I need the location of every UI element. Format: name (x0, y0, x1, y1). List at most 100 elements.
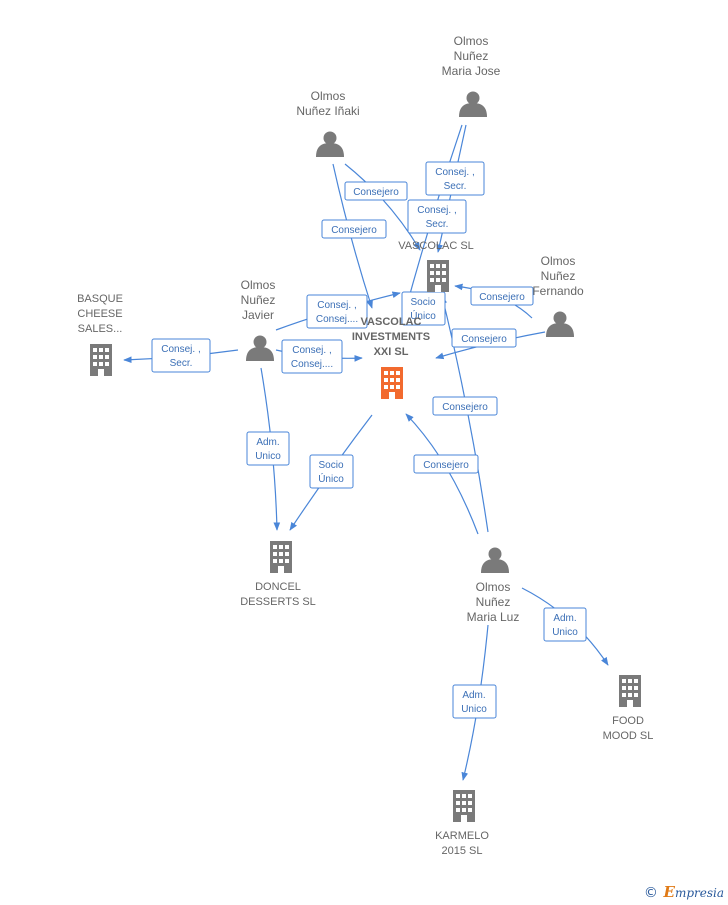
company-name-line: INVESTMENTS (352, 331, 430, 343)
edge-label-line: Consej. , (292, 345, 331, 356)
company-name-line: 2015 SL (442, 845, 483, 857)
edge-label-line: Consejero (461, 334, 507, 345)
person-name-line: Olmos (454, 34, 489, 48)
edge-label-e9[interactable]: Consej. , Consej.... (281, 339, 343, 374)
company-node-vascolac-investments[interactable]: VASCOLAC INVESTMENTS XXI SL (352, 316, 430, 399)
edge-label-line: Consej. , (161, 344, 200, 355)
company-node-doncel-desserts[interactable]: DONCEL DESSERTS SL (240, 541, 316, 608)
edge-label-line: Consej.... (316, 314, 358, 325)
person-name-line: Fernando (532, 284, 584, 298)
edge-label-line: Adm. (256, 437, 279, 448)
edge-label-e16[interactable]: Adm. Unico (452, 684, 497, 719)
brand-logo-text: mpresia (674, 886, 724, 900)
edge-label-e1[interactable]: Consej. , Secr. (425, 161, 485, 196)
company-node-karmelo-2015[interactable]: KARMELO 2015 SL (435, 790, 489, 857)
edge-label-line: Secr. (426, 219, 449, 230)
company-node-basque-cheese[interactable]: BASQUE CHEESE SALES... (77, 293, 123, 376)
person-node-inaki[interactable]: Olmos Nuñez Iñaki (296, 89, 360, 157)
edge-label-e4[interactable]: Consejero (321, 219, 387, 239)
edge-label-line: Secr. (170, 358, 193, 369)
edge-label-line: Consejero (353, 187, 399, 198)
edge-label-line: Consej. , (317, 300, 356, 311)
edge-label-e2[interactable]: Consejero (344, 181, 408, 201)
person-name-line: Nuñez Iñaki (296, 104, 359, 118)
edge-label-line: Consej. , (417, 205, 456, 216)
person-node-javier[interactable]: Olmos Nuñez Javier (241, 278, 276, 361)
edge-label-line: Consejero (479, 292, 525, 303)
edge-label-line: Único (410, 309, 436, 322)
edge-label-line: Consejero (331, 225, 377, 236)
company-name-line: DONCEL (255, 581, 301, 593)
person-icon (316, 131, 344, 157)
edge-label-e15[interactable]: Adm. Unico (543, 607, 587, 642)
person-icon (481, 547, 509, 573)
edge-label-line: Único (318, 472, 344, 485)
person-name-line: Javier (242, 308, 274, 322)
company-name-line: CHEESE (77, 308, 122, 320)
company-name-line: MOOD SL (603, 730, 654, 742)
company-name-line: FOOD (612, 715, 644, 727)
edge-label-e14[interactable]: Consejero (413, 454, 479, 474)
company-name-line: DESSERTS SL (240, 596, 316, 608)
edge-label-line: Unico (552, 627, 578, 638)
edge-label-line: Unico (255, 451, 281, 462)
person-node-maria-jose[interactable]: Olmos Nuñez Maria Jose (442, 34, 501, 117)
person-name-line: Olmos (311, 89, 346, 103)
edge-label-e7[interactable]: Consejero (451, 328, 517, 348)
person-node-maria-luz[interactable]: Olmos Nuñez Maria Luz (467, 547, 520, 625)
edge-maria-luz-to-investments[interactable] (405, 413, 479, 535)
edge-inaki-to-vascolac[interactable] (344, 163, 421, 251)
person-nodes: Olmos Nuñez Maria Jose Olmos Nuñez Iñaki… (241, 34, 584, 624)
edge-labels: Consej. , Secr. Consejero Consej. , Secr… (151, 161, 587, 719)
copyright-icon: © (643, 885, 658, 901)
company-name-line: KARMELO (435, 830, 489, 842)
edge-label-line: Socio (410, 297, 435, 308)
building-icon (381, 367, 403, 399)
building-icon (453, 790, 475, 822)
edge-label-line: Consejero (423, 460, 469, 471)
company-name-line: SALES... (78, 323, 123, 335)
edge-label-line: Secr. (444, 181, 467, 192)
person-icon (246, 335, 274, 361)
person-name-line: Nuñez (454, 49, 489, 63)
person-name-line: Olmos (541, 254, 576, 268)
edge-label-line: Adm. (553, 613, 576, 624)
edge-label-e12[interactable]: Socio Único (309, 454, 354, 489)
building-icon (270, 541, 292, 573)
edge-label-line: Socio (318, 460, 343, 471)
company-name-line: BASQUE (77, 293, 123, 305)
edge-label-line: Unico (461, 704, 487, 715)
company-name-line: VASCOLAC SL (398, 240, 474, 252)
edge-label-e3[interactable]: Consej. , Secr. (407, 199, 467, 234)
edge-label-e10[interactable]: Consej. , Secr. (151, 338, 211, 373)
edge-label-e11[interactable]: Adm. Unico (246, 431, 290, 466)
edge-label-e6[interactable]: Consejero (470, 286, 534, 306)
building-icon (90, 344, 112, 376)
edge-label-line: Consej. , (435, 167, 474, 178)
edge-label-e13[interactable]: Consejero (432, 396, 498, 416)
person-name-line: Maria Jose (442, 64, 501, 78)
company-node-vascolac-sl[interactable]: VASCOLAC SL (398, 240, 474, 292)
person-icon (459, 91, 487, 117)
person-name-line: Maria Luz (467, 610, 520, 624)
person-name-line: Nuñez (476, 595, 511, 609)
building-icon (427, 260, 449, 292)
building-icon (619, 675, 641, 707)
company-name-line: XXI SL (374, 346, 409, 358)
company-name-line: VASCOLAC (361, 316, 422, 328)
brand-logo-initial: E (663, 883, 675, 901)
edge-label-e8[interactable]: Consej. , Consej.... (306, 294, 368, 329)
edge-label-line: Consej.... (291, 359, 333, 370)
person-node-fernando[interactable]: Olmos Nuñez Fernando (532, 254, 584, 337)
person-name-line: Nuñez (541, 269, 576, 283)
edge-label-line: Adm. (462, 690, 485, 701)
person-name-line: Nuñez (241, 293, 276, 307)
company-node-food-mood[interactable]: FOOD MOOD SL (603, 675, 654, 742)
person-name-line: Olmos (476, 580, 511, 594)
footer-brand[interactable]: © Empresia (644, 883, 724, 901)
person-name-line: Olmos (241, 278, 276, 292)
edge-label-line: Consejero (442, 402, 488, 413)
edge-label-e5[interactable]: Socio Único (401, 291, 446, 326)
company-nodes: VASCOLAC SL VASCOLAC INVESTMENTS XXI SL … (77, 240, 653, 857)
